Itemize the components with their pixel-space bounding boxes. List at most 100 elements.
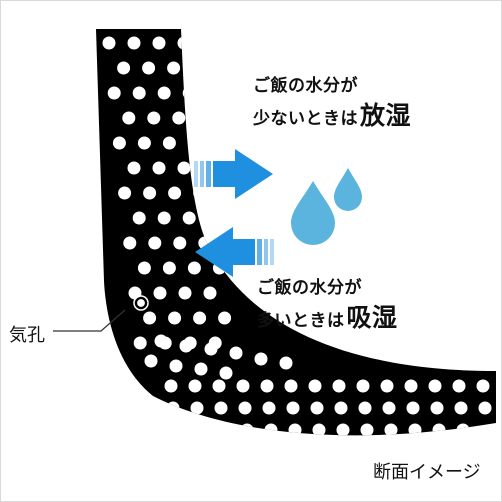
pore-dot — [428, 379, 442, 393]
highlighted-pore — [134, 296, 148, 310]
release-caption: ご飯の水分が 少ないときは放湿 — [253, 75, 413, 130]
pore-dot — [193, 186, 207, 200]
pore-dot — [204, 342, 218, 356]
pore-dot — [476, 379, 490, 393]
pore-dot — [454, 401, 468, 415]
pore-dot — [430, 401, 444, 415]
pore-dot — [262, 401, 276, 415]
absorb-line1: ご飯の水分が — [257, 278, 362, 298]
pore-dot — [179, 339, 193, 353]
pore-dot — [194, 362, 208, 376]
cross-section-label: 断面イメージ — [373, 462, 481, 483]
pore-dot — [143, 311, 157, 325]
arrow-right-icon — [194, 149, 273, 199]
pore-dot — [172, 111, 186, 125]
pore-dot — [132, 86, 146, 100]
pore-dot — [456, 423, 470, 436]
pore-dot — [382, 401, 396, 415]
pore-dot — [404, 379, 418, 393]
pore-dot — [284, 379, 298, 393]
release-line1: ご飯の水分が — [253, 76, 358, 96]
pore-dot — [260, 379, 274, 393]
pore-dot — [193, 311, 207, 325]
pore-dot — [332, 379, 346, 393]
pore-dot — [162, 136, 176, 150]
release-keyword: 放湿 — [360, 101, 412, 130]
pore-dot — [168, 423, 182, 436]
pore-dot — [188, 379, 202, 393]
pore-dot — [122, 111, 136, 125]
pore-dot — [308, 379, 322, 393]
pore-leader-line — [53, 309, 126, 332]
pore-dot — [279, 356, 293, 370]
pore-dot — [117, 61, 131, 75]
pore-dot — [358, 401, 372, 415]
pore-dot — [144, 423, 158, 436]
pore-dot — [452, 379, 466, 393]
pore-dot — [356, 379, 370, 393]
pore-dot — [152, 36, 166, 50]
pore-dot — [336, 423, 350, 436]
pore-dot — [143, 186, 157, 200]
pore-dot — [192, 61, 206, 75]
pore-dot — [197, 111, 211, 125]
pore-dot — [286, 401, 300, 415]
pore-dot — [173, 236, 187, 250]
absorb-caption: ご飯の水分が 多いときは吸湿 — [257, 277, 400, 332]
pore-dot — [168, 311, 182, 325]
pore-dot — [127, 161, 141, 175]
pore-dot — [137, 261, 151, 275]
pore-label: 気孔 — [9, 325, 45, 346]
pore-dot — [133, 336, 147, 350]
water-droplet-icon — [291, 181, 335, 245]
pore-dot — [118, 186, 132, 200]
pore-dot — [182, 86, 196, 100]
pore-dot — [162, 261, 176, 275]
pore-dot — [384, 423, 398, 436]
pore-dot — [177, 161, 191, 175]
pore-dot — [144, 354, 158, 368]
pore-dot — [167, 61, 181, 75]
pore-dot — [164, 379, 178, 393]
pore-dot — [154, 334, 168, 348]
pore-dot — [187, 261, 201, 275]
pore-dot — [207, 211, 221, 225]
pore-dot — [132, 211, 146, 225]
absorb-keyword: 吸湿 — [346, 303, 398, 332]
pore-dot — [229, 346, 243, 360]
pore-dot — [288, 423, 302, 436]
pore-dot — [212, 379, 226, 393]
pore-dot — [216, 423, 230, 436]
pore-dot — [152, 161, 166, 175]
pore-dot — [334, 401, 348, 415]
pore-dot — [166, 401, 180, 415]
pore-dot — [360, 423, 374, 436]
water-droplet-icon — [334, 168, 362, 211]
pore-dot — [107, 86, 121, 100]
pore-dot — [219, 366, 233, 380]
pore-dot — [214, 401, 228, 415]
pore-dot — [478, 401, 492, 415]
pore-dot — [182, 211, 196, 225]
wall-cross-section — [96, 29, 496, 436]
pore-dot — [157, 211, 171, 225]
pore-dot — [147, 111, 161, 125]
pore-dot — [187, 136, 201, 150]
pore-dot — [264, 423, 278, 436]
pore-dot — [153, 286, 167, 300]
pore-dot — [310, 401, 324, 415]
pore-dot — [240, 423, 254, 436]
pore-dot — [178, 286, 192, 300]
pore-dot — [218, 311, 232, 325]
pore-dot — [203, 286, 217, 300]
pore-dot — [157, 86, 171, 100]
pore-dot — [123, 236, 137, 250]
pore-dot — [177, 36, 191, 50]
pore-dot — [408, 423, 422, 436]
pore-dot — [312, 423, 326, 436]
pore-dot — [112, 136, 126, 150]
pore-dot — [432, 423, 446, 436]
arrow-left-icon — [195, 227, 274, 277]
